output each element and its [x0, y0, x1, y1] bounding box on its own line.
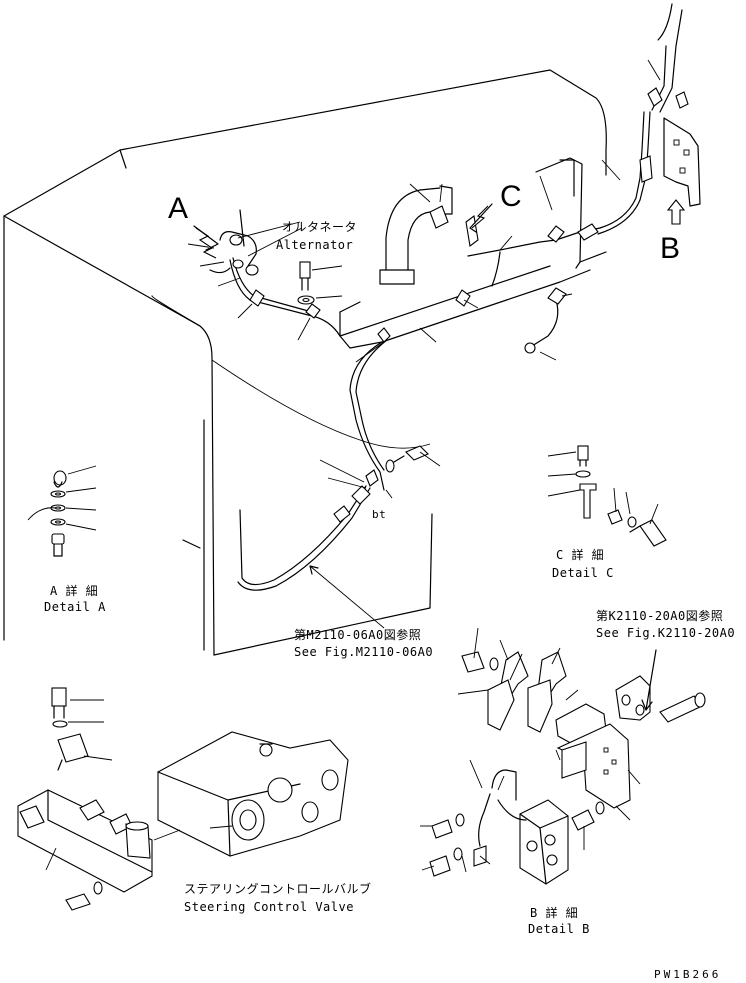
detail-c-parts	[547, 445, 667, 547]
steering-valve-assembly	[17, 687, 349, 911]
ref1-arrowhead	[309, 565, 319, 575]
steering-valve-label-en: Steering Control Valve	[184, 900, 354, 914]
main-view-fasteners	[297, 205, 479, 473]
ref2-label-jp: 第K2110-20A0図参照	[596, 609, 724, 623]
detail-a-parts	[27, 465, 97, 557]
alternator-connection	[209, 209, 259, 276]
ref1-label-jp: 第M2110-06A0図参照	[294, 628, 422, 642]
alternator-label-jp: オルタネータ	[282, 220, 358, 234]
detail-c-title-en: Detail C	[552, 566, 614, 580]
wiring-harness	[229, 3, 683, 591]
view-arrows	[193, 199, 686, 259]
drawing-code: PW1B266	[654, 968, 722, 981]
detail-b-title-jp: B 詳 細	[530, 906, 579, 920]
detail-b-parts	[420, 627, 706, 885]
mark-bt: bt	[372, 508, 387, 521]
harness-clamps	[249, 223, 599, 523]
plate-c	[535, 157, 607, 269]
detail-a-title-en: Detail A	[44, 600, 106, 614]
ref2-label-en: See Fig.K2110-20A0	[596, 626, 736, 640]
detail-a-title-jp: A 詳 細	[50, 584, 99, 598]
view-letter-b: B	[660, 232, 681, 265]
bracket-b-main	[639, 87, 701, 207]
ref1-leader	[309, 565, 385, 629]
detail-c-title-jp: C 詳 細	[556, 548, 605, 562]
leader-lines-main	[187, 59, 661, 499]
tank-body-outline	[3, 69, 607, 656]
alternator-label-en: Alternator	[276, 238, 354, 252]
ref1-label-en: See Fig.M2110-06A0	[294, 645, 434, 659]
steering-valve-label-jp: ステアリングコントロールバルブ	[184, 882, 372, 896]
view-letter-a: A	[168, 192, 189, 225]
detail-b-title-en: Detail B	[528, 922, 590, 936]
view-letter-c: C	[500, 180, 522, 213]
elbow-pipe	[379, 185, 453, 285]
